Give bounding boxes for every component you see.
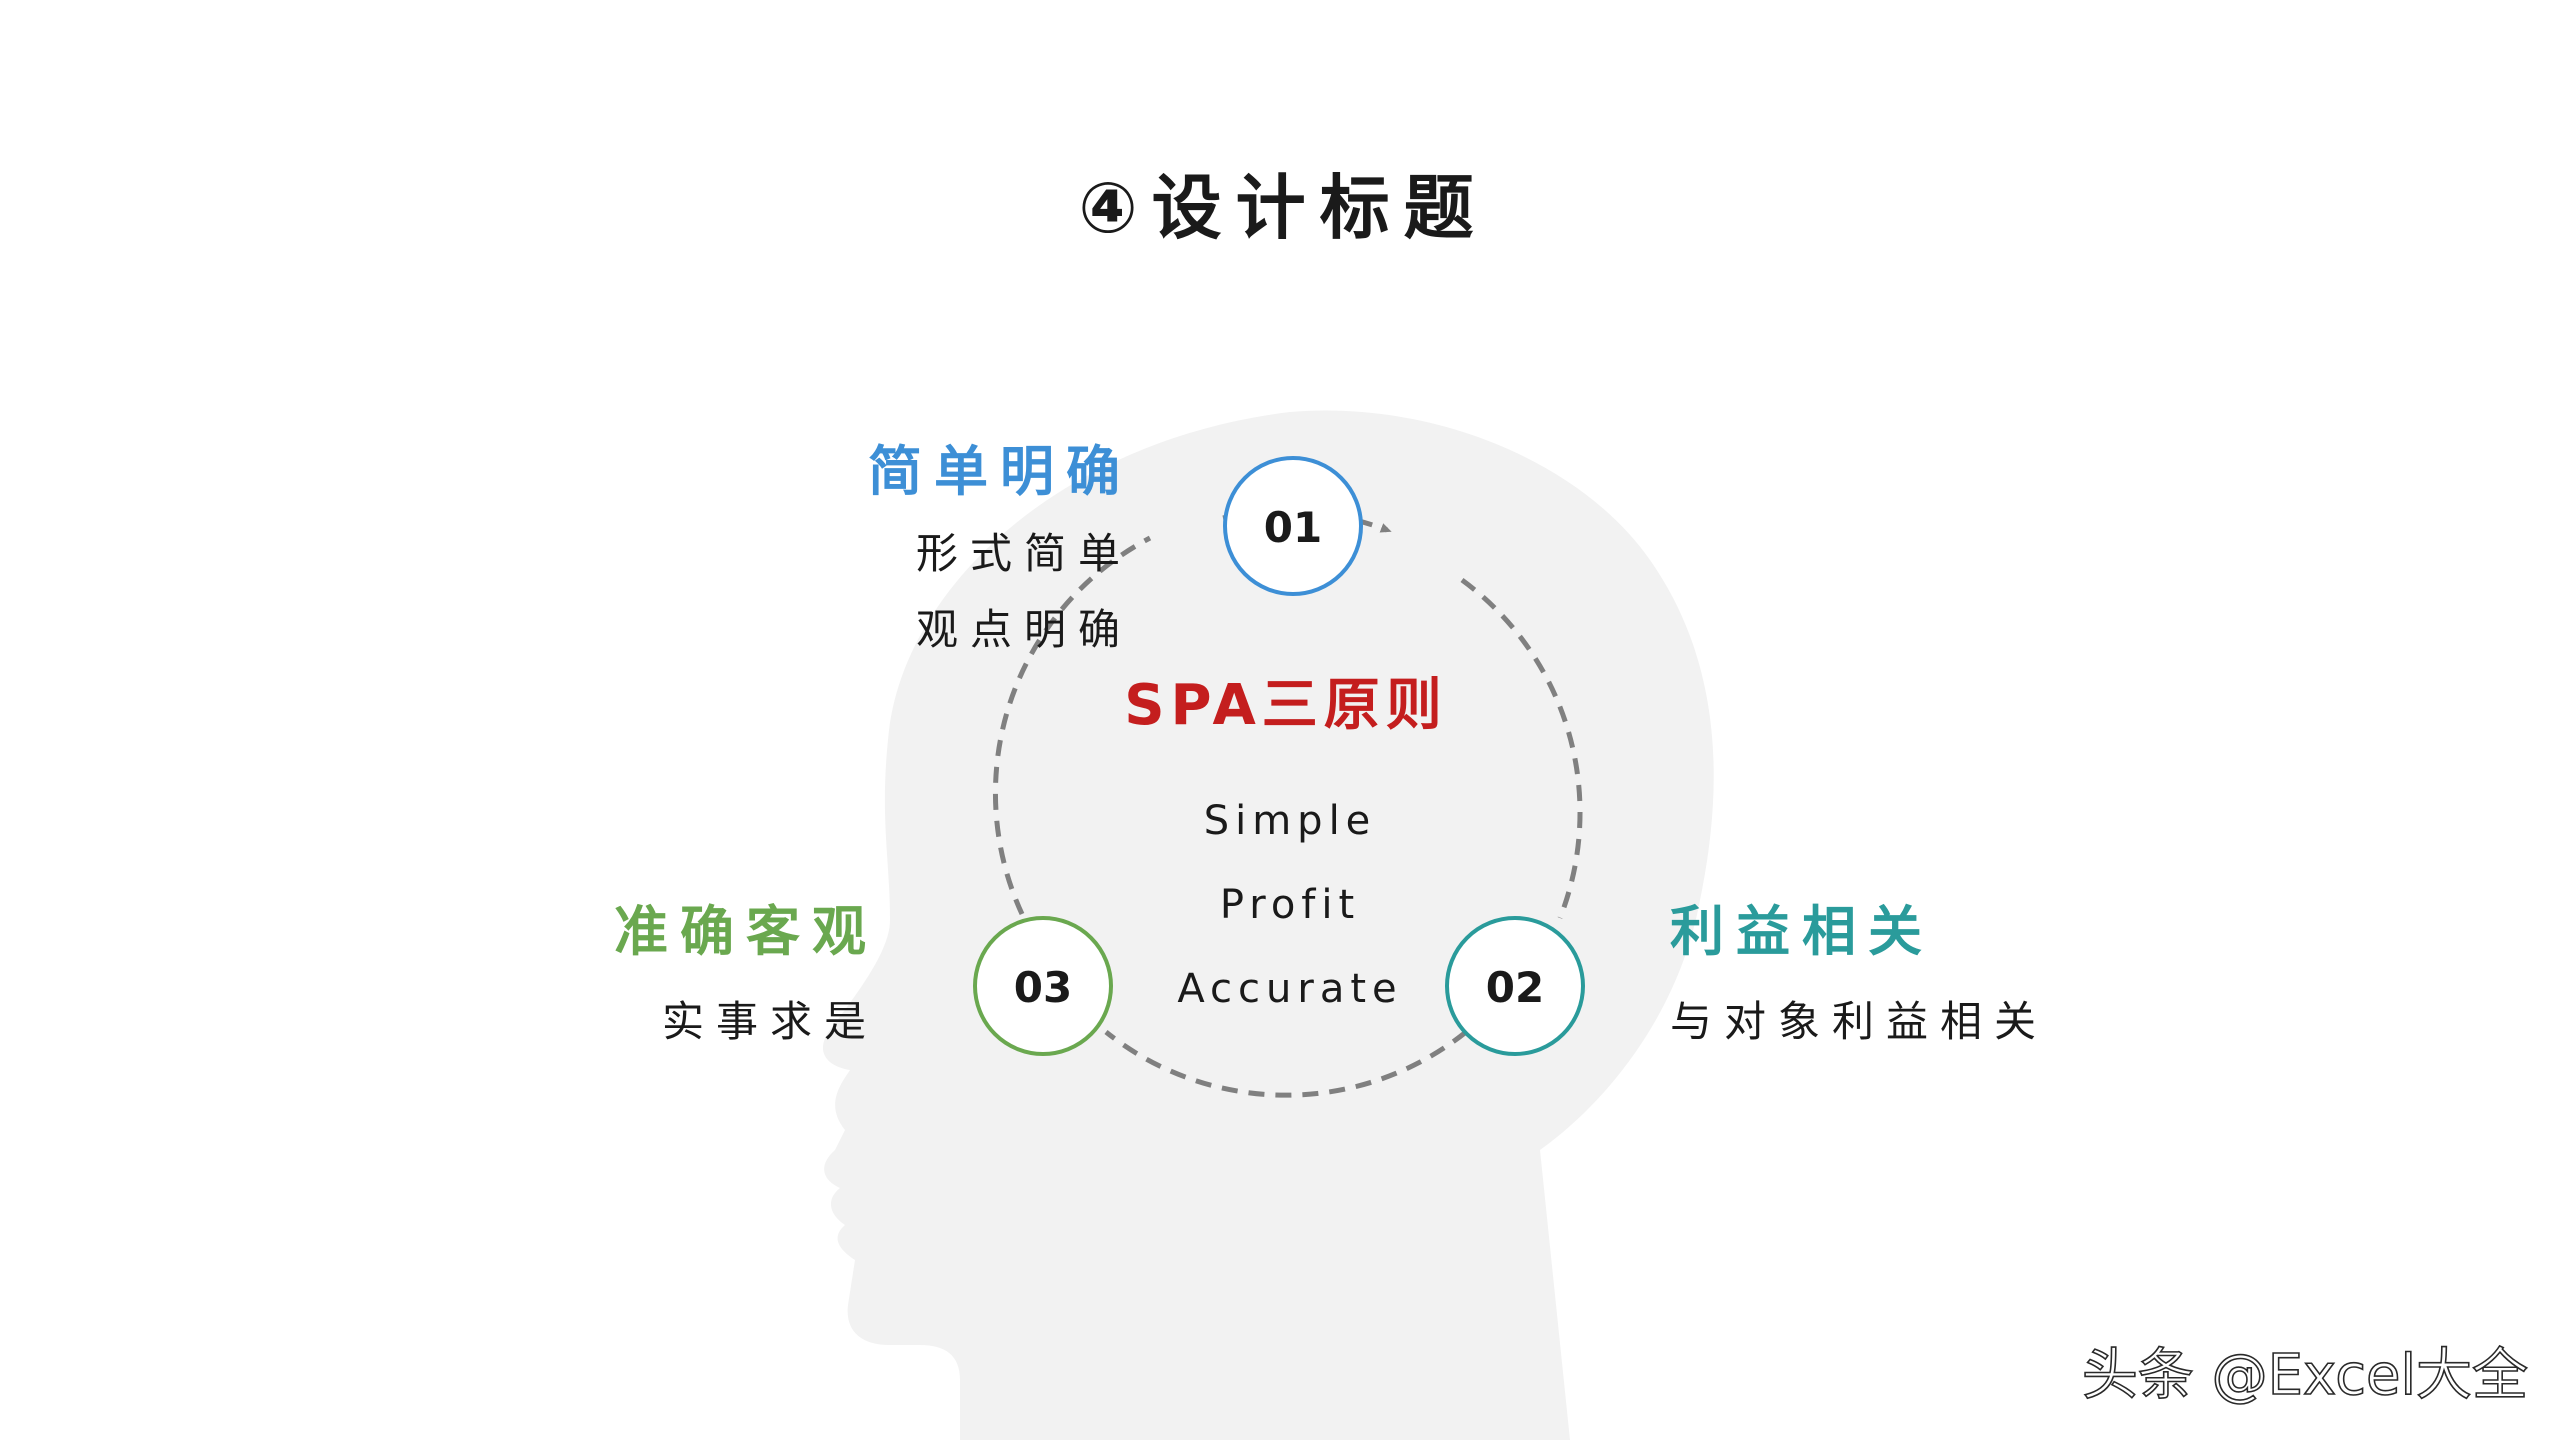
node-02-number: 02 (1486, 963, 1544, 1012)
cycle-arc-left (992, 535, 1152, 916)
center-word-profit: Profit (1220, 882, 1360, 928)
node-03-number: 03 (1014, 963, 1072, 1012)
center-word-accurate: Accurate (1177, 966, 1402, 1012)
center-word-simple: Simple (1204, 798, 1377, 844)
center-heading: SPA三原则 (1124, 673, 1448, 738)
node-01-circle (1223, 456, 1363, 596)
node-03-label: 准确客观 (614, 900, 878, 963)
node-03-circle (973, 916, 1113, 1056)
node-02: 02 (1445, 916, 1585, 1056)
node-03-line-1: 实事求是 (662, 997, 878, 1046)
page-title: ④设计标题 (1078, 167, 1487, 249)
node-01: 01 (1223, 456, 1363, 596)
node-03: 03 (973, 916, 1113, 1056)
node-01-label: 简单明确 (868, 440, 1132, 503)
cycle-arc-right (1460, 577, 1583, 919)
node-01-number: 01 (1264, 503, 1322, 552)
cycle-arc-bottom (1104, 1030, 1468, 1098)
node-01-line-1: 形式简单 (916, 529, 1132, 578)
head-silhouette (822, 410, 1714, 1440)
watermark: 头条 @Excel大全 (2082, 1343, 2528, 1408)
node-02-line-1: 与对象利益相关 (1670, 997, 2048, 1046)
node-02-label: 利益相关 (1670, 900, 1934, 963)
node-02-circle (1445, 916, 1585, 1056)
node-01-line-2: 观点明确 (916, 605, 1132, 654)
